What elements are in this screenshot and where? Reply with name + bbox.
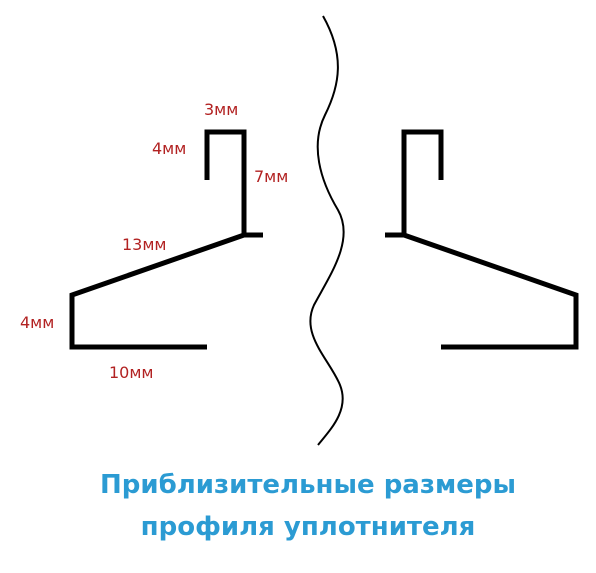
- caption-line-1: Приблизительные размеры: [100, 470, 516, 500]
- caption-line-2: профиля уплотнителя: [141, 512, 476, 542]
- dimension-slope: 13мм: [122, 235, 167, 254]
- dimension-base: 10мм: [109, 363, 154, 382]
- dimension-edge: 4мм: [20, 313, 54, 332]
- dimension-left-tab: 4мм: [152, 139, 186, 158]
- right-profile-outline: [385, 129, 579, 350]
- break-line: [309, 15, 345, 446]
- dimension-vertical: 7мм: [254, 167, 288, 186]
- dimension-top-width: 3мм: [204, 100, 238, 119]
- left-profile-outline: [69, 129, 263, 350]
